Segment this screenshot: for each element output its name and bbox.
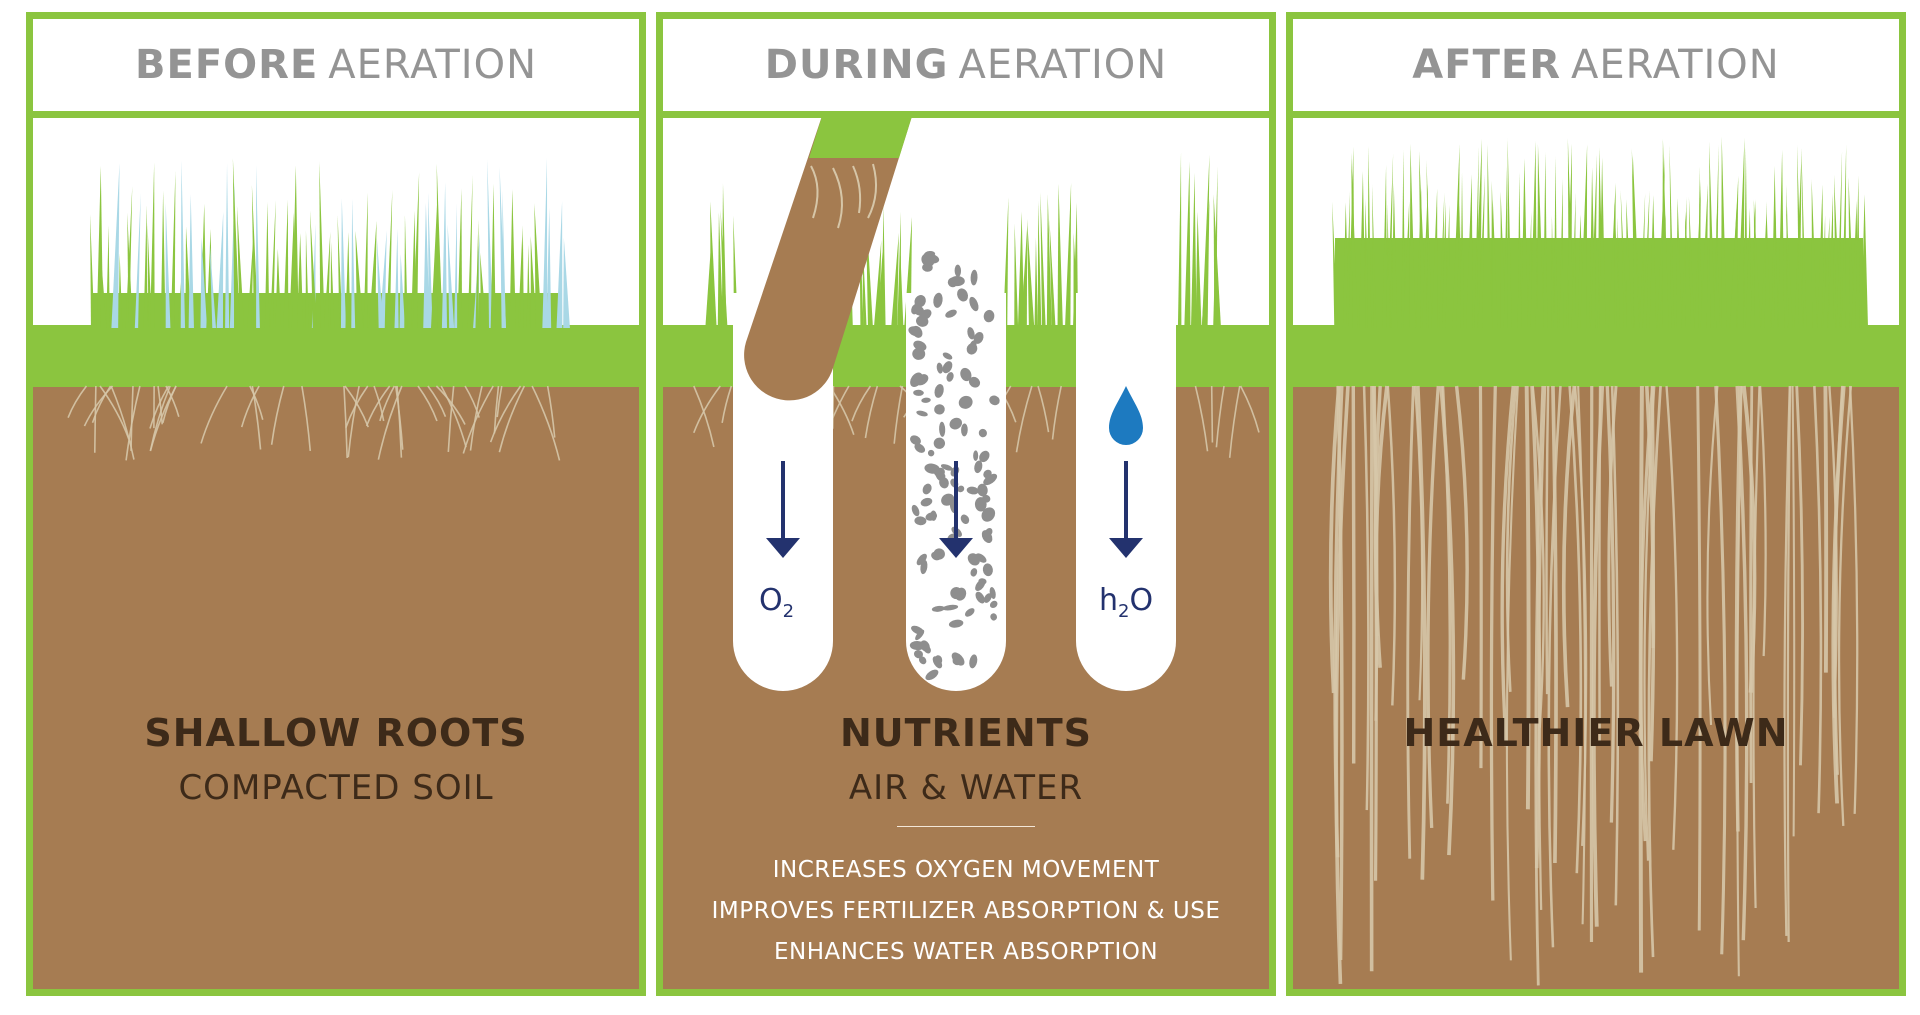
arrow-down-icon	[1109, 461, 1143, 558]
header-divider	[663, 111, 1269, 118]
scene-during: O2 h2O NUTRIENTS AIR & WATER INCREASES O…	[663, 118, 1269, 989]
grass-blades	[90, 158, 570, 328]
turf-band	[33, 325, 639, 387]
scene-after: HEALTHIER LAWN	[1293, 118, 1899, 989]
benefit-divider	[897, 826, 1035, 827]
caption-sub: COMPACTED SOIL	[178, 768, 494, 808]
panel-header: AFTER AERATION	[1293, 19, 1899, 111]
scene-before: SHALLOW ROOTS COMPACTED SOIL	[33, 118, 639, 989]
oxygen-symbol: O	[759, 583, 783, 618]
header-divider	[1293, 111, 1899, 118]
panel-after: AFTER AERATION HEALTHIER LAWN	[1286, 12, 1906, 996]
water-symbol-h: h	[1099, 583, 1119, 618]
panel-header: BEFORE AERATION	[33, 19, 639, 111]
panel-during: DURING AERATION	[656, 12, 1276, 996]
benefits-list: INCREASES OXYGEN MOVEMENT IMPROVES FERTI…	[663, 850, 1269, 973]
dense-grass-blades	[1332, 136, 1869, 328]
benefit-item: INCREASES OXYGEN MOVEMENT	[772, 857, 1160, 883]
caption-sub: AIR & WATER	[848, 768, 1084, 808]
header-strong: AFTER	[1412, 42, 1561, 88]
panel-header: DURING AERATION	[663, 19, 1269, 111]
header-strong: BEFORE	[135, 42, 319, 88]
caption-main: NUTRIENTS	[839, 711, 1093, 755]
header-strong: DURING	[764, 42, 949, 88]
benefit-item: ENHANCES WATER ABSORPTION	[773, 939, 1159, 965]
before-illustration	[33, 158, 639, 989]
water-drop-icon	[1109, 386, 1143, 445]
deep-roots	[1328, 385, 1859, 986]
arrow-down-icon	[766, 461, 800, 558]
during-illustration	[663, 118, 1269, 989]
soil-core-plug	[744, 118, 912, 401]
oxygen-label: O2	[759, 583, 794, 622]
arrow-down-icon	[939, 461, 973, 558]
benefit-item: IMPROVES FERTILIZER ABSORPTION & USE	[711, 898, 1221, 924]
water-subscript: 2	[1118, 601, 1130, 622]
oxygen-subscript: 2	[782, 601, 795, 622]
shallow-roots	[67, 385, 561, 461]
water-symbol-o: O	[1129, 583, 1154, 618]
header-light: AERATION	[328, 42, 537, 88]
caption-main: SHALLOW ROOTS	[144, 711, 528, 755]
header-light: AERATION	[1571, 42, 1780, 88]
soil	[33, 387, 639, 989]
panel-before: BEFORE AERATION SHALLOW ROOTS COMPACTED …	[26, 12, 646, 996]
header-divider	[33, 111, 639, 118]
turf-band	[1293, 325, 1899, 387]
header-light: AERATION	[958, 42, 1168, 88]
caption-main: HEALTHIER LAWN	[1403, 711, 1789, 755]
water-label: h2O	[1099, 583, 1153, 622]
after-illustration	[1293, 136, 1899, 989]
